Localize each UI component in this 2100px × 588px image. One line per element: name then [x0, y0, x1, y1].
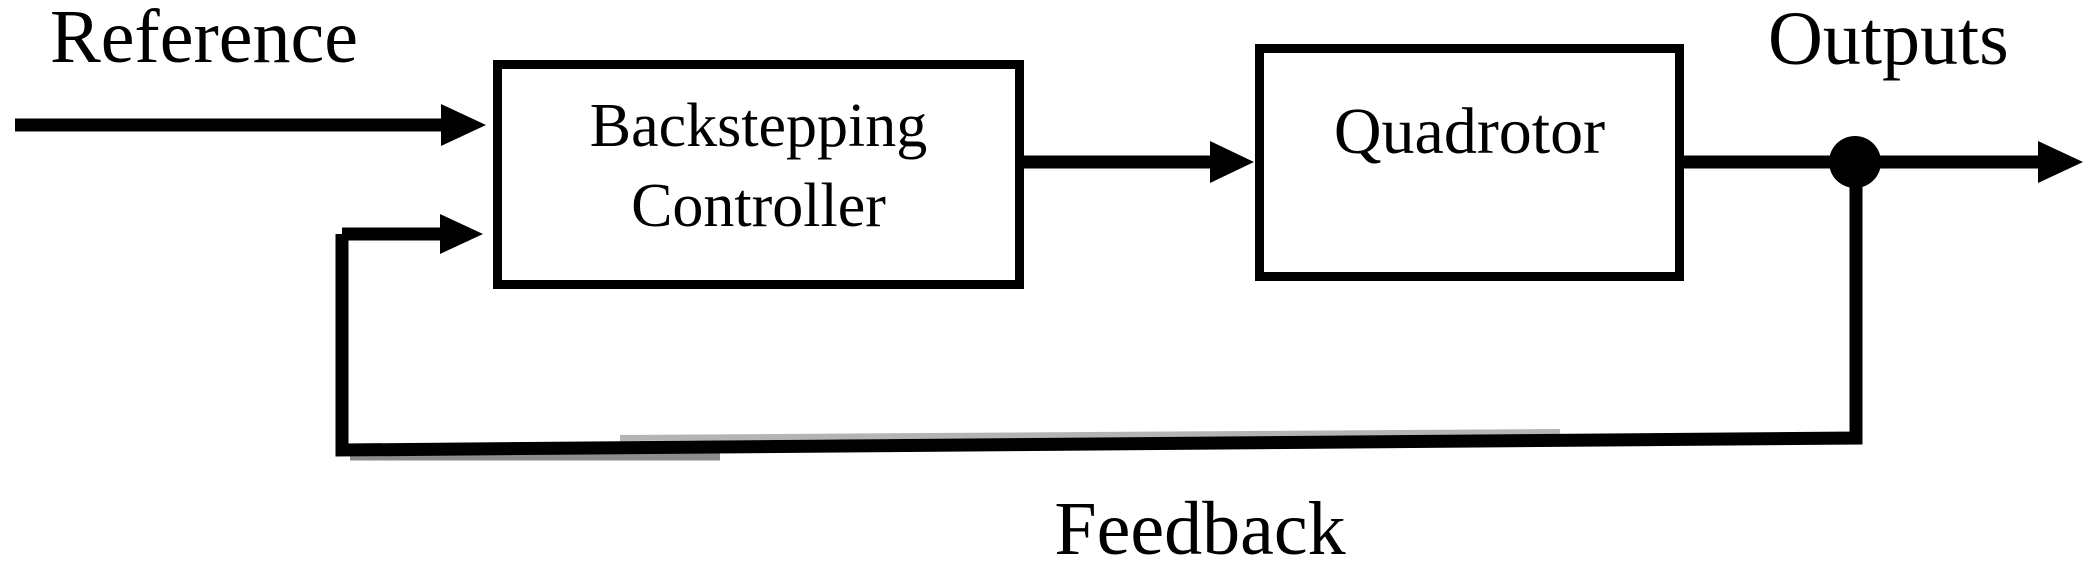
reference-arrowhead: [441, 104, 486, 146]
scan-artifact-smear-top: [619, 429, 1561, 441]
outputs-label: Outputs: [1768, 0, 2009, 81]
plant-label: Quadrotor: [1333, 94, 1606, 168]
plant-block: Quadrotor: [1255, 44, 1684, 281]
output-arrowhead: [2038, 141, 2083, 183]
feedback-label: Feedback: [1054, 487, 1346, 571]
feedback-return-line: [335, 162, 1863, 457]
controller-label-line1: Backstepping: [589, 91, 928, 160]
controller-block: Backstepping Controller: [493, 60, 1024, 289]
reference-label: Reference: [50, 0, 358, 79]
junction-dot: [1829, 136, 1881, 188]
controller-to-plant-arrowhead: [1210, 141, 1254, 183]
feedback-arrowhead: [440, 214, 483, 254]
controller-label-line2: Controller: [631, 171, 886, 240]
